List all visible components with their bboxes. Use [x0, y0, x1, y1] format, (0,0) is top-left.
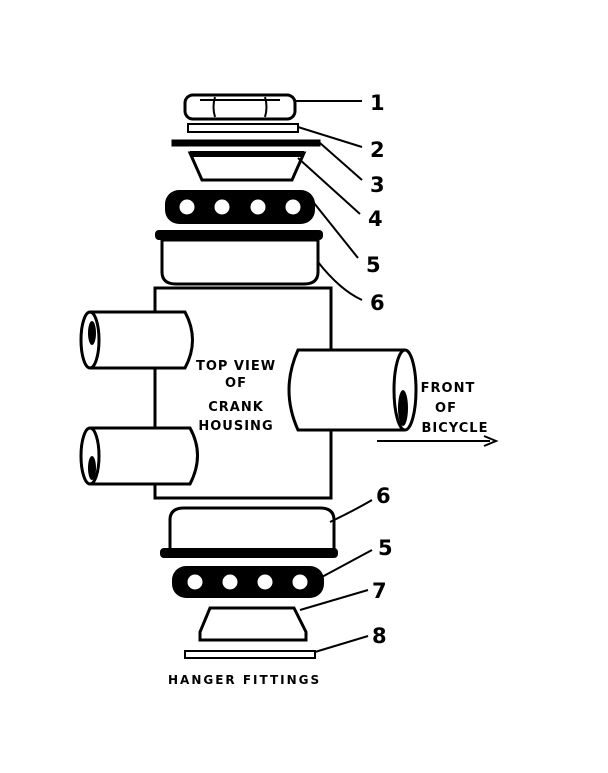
- part-8-washer: [184, 650, 316, 659]
- part-4-cone: [187, 151, 307, 182]
- front-label-line-1: FRONT: [421, 381, 476, 396]
- front-arrow: [377, 435, 499, 447]
- part-3-plate: [171, 139, 321, 147]
- callout-2: 2: [370, 138, 385, 162]
- front-label: FRONT OF BICYCLE: [421, 381, 489, 436]
- front-label-line-2: OF: [435, 401, 457, 416]
- right-front-tube: [287, 348, 418, 432]
- callout-5-bottom: 5: [378, 536, 393, 560]
- callout-1: 1: [370, 91, 385, 115]
- part-5-ball-retainer-top: [165, 190, 315, 224]
- part-7-fixed-cone: [198, 606, 308, 642]
- callout-6-top: 6: [370, 291, 385, 315]
- callout-7: 7: [372, 579, 387, 603]
- callout-8: 8: [372, 624, 387, 648]
- part-5-ball-retainer-bottom: [172, 566, 324, 598]
- callout-numbers: 1 2 3 4 5 6 6 5 7 8: [366, 91, 393, 648]
- housing-label-line-4: HOUSING: [198, 419, 273, 434]
- leader-lines: [295, 100, 373, 653]
- left-upper-tube: [79, 310, 194, 370]
- housing-label-line-3: CRANK: [208, 400, 264, 415]
- left-lower-tube: [79, 426, 199, 486]
- housing-label-line-1: TOP VIEW: [196, 359, 276, 374]
- front-label-line-3: BICYCLE: [422, 421, 489, 436]
- part-6-cup-top: [155, 230, 323, 286]
- callout-4: 4: [368, 207, 383, 231]
- housing-label-line-2: OF: [225, 376, 247, 391]
- part-6-cup-bottom: [160, 506, 338, 558]
- part-1-lock-nut: [183, 93, 297, 121]
- part-2-washer: [187, 123, 299, 133]
- callout-3: 3: [370, 173, 385, 197]
- housing-label: TOP VIEW OF CRANK HOUSING: [196, 359, 276, 434]
- diagram-caption: HANGER FITTINGS: [168, 673, 321, 687]
- callout-6-bottom: 6: [376, 484, 391, 508]
- callout-5-top: 5: [366, 253, 381, 277]
